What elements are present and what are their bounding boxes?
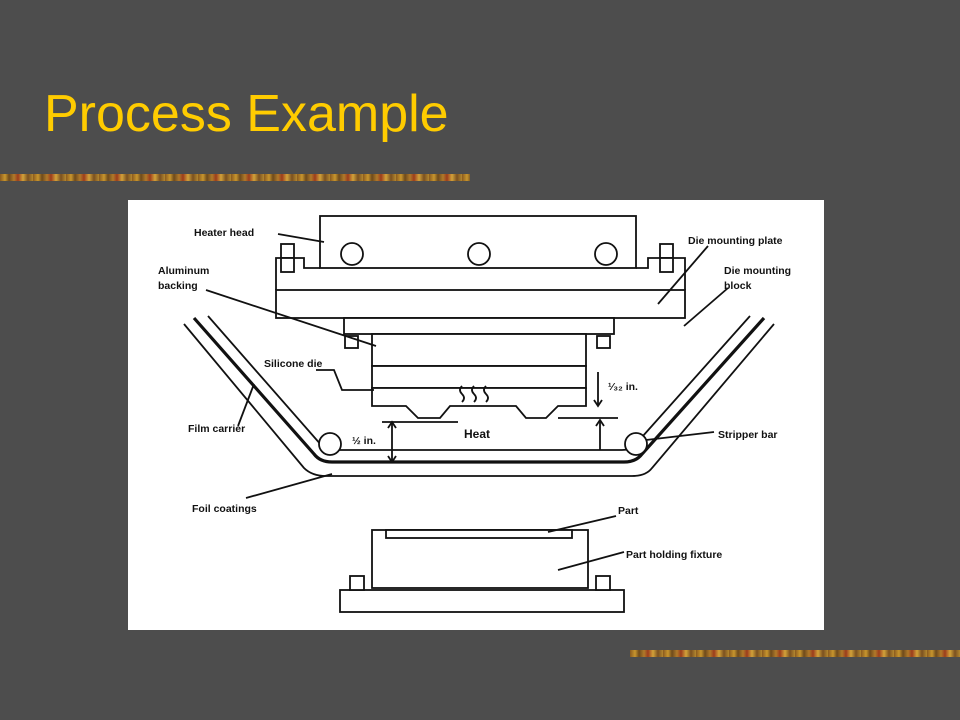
dim-arrow-right: [595, 418, 605, 427]
fixture-base: [339, 589, 625, 613]
label-heater-head: Heater head: [194, 227, 254, 239]
label-part-holding-fixture: Part holding fixture: [626, 549, 722, 561]
bracket-right: [636, 257, 686, 290]
dim-arrow-top: [593, 399, 603, 408]
heater-hole-left: [340, 242, 364, 266]
bracket-stud-left-lower: [280, 257, 295, 273]
heat-wave-1: [459, 385, 465, 403]
label-stripper-bar: Stripper bar: [718, 429, 778, 441]
label-die-mounting-plate: Die mounting plate: [688, 235, 783, 247]
label-part: Part: [618, 505, 639, 517]
label-heat: Heat: [464, 427, 490, 441]
bracket-stud-right-lower: [659, 257, 674, 273]
decorative-divider-top: [0, 174, 470, 181]
heat-wave-2: [471, 385, 477, 403]
leader-stripper-bar: [645, 431, 715, 441]
stripper-bar-left: [318, 432, 342, 456]
leader-part-holding-fixture: [557, 551, 625, 571]
leader-film-carrier: [237, 383, 255, 427]
silicone-die: [371, 365, 587, 389]
heater-hole-right: [594, 242, 618, 266]
leader-part: [547, 515, 617, 533]
heat-wave-3: [483, 385, 489, 403]
film-carrier: [192, 316, 766, 464]
label-aluminum-backing-line2: backing: [158, 280, 198, 292]
bracket-stud-left: [280, 243, 295, 259]
label-gap-top: ¹⁄₃₂ in.: [608, 381, 638, 393]
film-carrier-outer: [183, 323, 775, 477]
label-silicone-die: Silicone die: [264, 358, 323, 370]
label-film-carrier: Film carrier: [188, 423, 245, 435]
label-gap-bottom: ½ in.: [352, 435, 376, 447]
process-diagram-svg: Heat ¹⁄₃₂ in. ½ in.: [158, 215, 791, 613]
label-aluminum-backing-line1: Aluminum: [158, 265, 209, 277]
die-mounting-plate: [275, 289, 686, 319]
bracket-left: [275, 257, 320, 290]
process-diagram: Heat ¹⁄₃₂ in. ½ in.: [128, 200, 824, 630]
fixture-stud-left: [349, 575, 365, 591]
label-die-mounting-block-line2: block: [724, 280, 752, 292]
leader-die-mounting-block: [683, 287, 729, 327]
label-foil-coatings: Foil coatings: [192, 503, 257, 515]
block-stud-right: [596, 335, 611, 349]
aluminum-backing: [371, 333, 587, 367]
part-holding-fixture: [371, 529, 589, 589]
leader-aluminum-backing: [205, 289, 377, 347]
fixture-stud-right: [595, 575, 611, 591]
label-die-mounting-block-line1: Die mounting: [724, 265, 791, 277]
die-profile: [371, 387, 587, 419]
decorative-divider-bottom: [630, 650, 960, 657]
leader-foil-coatings: [245, 473, 333, 499]
bracket-stud-right: [659, 243, 674, 259]
stripper-bar-right: [624, 432, 648, 456]
heater-hole-center: [467, 242, 491, 266]
leader-silicone-die: [316, 369, 374, 391]
leader-die-mounting-plate: [657, 245, 709, 305]
slide-title: Process Example: [44, 85, 449, 143]
leader-heater-head: [277, 233, 325, 243]
die-mounting-block: [343, 317, 615, 335]
part: [385, 529, 573, 539]
